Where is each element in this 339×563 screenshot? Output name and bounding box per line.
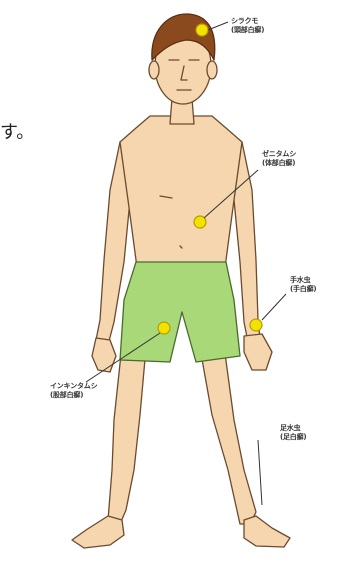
- marker-head: [196, 24, 208, 36]
- left-foot: [72, 516, 124, 548]
- right-hand: [244, 334, 272, 370]
- figure: [72, 14, 290, 548]
- label-hand: 手水虫 (手白癬): [290, 276, 316, 294]
- left-hand: [92, 338, 116, 372]
- leader-head: [208, 22, 228, 30]
- leader-foot: [258, 440, 262, 505]
- right-ear: [207, 61, 217, 79]
- leader-hand: [262, 294, 286, 320]
- label-foot: 足水虫 (足白癬): [280, 424, 306, 442]
- torso: [120, 116, 242, 280]
- left-ear: [149, 61, 159, 79]
- marker-groin: [158, 322, 170, 334]
- left-leg: [108, 345, 146, 524]
- right-foot: [244, 516, 290, 547]
- label-trunk: ゼニタムシ (体部白癬): [262, 150, 296, 168]
- label-head: シラクモ (頭部白癬): [231, 17, 264, 35]
- right-leg: [200, 346, 256, 524]
- label-groin: インキンタムシ (股部白癬): [50, 382, 97, 400]
- marker-hand: [250, 319, 262, 331]
